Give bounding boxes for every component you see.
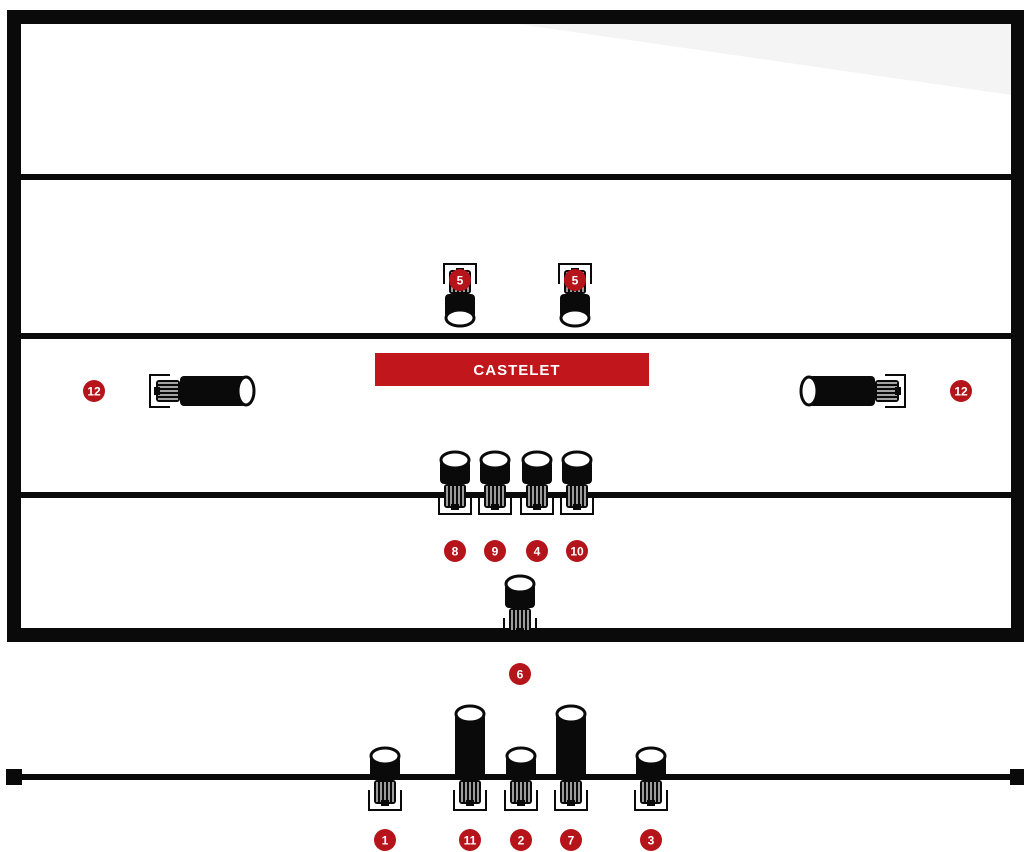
background-wedge — [490, 20, 1018, 96]
badge-number: 11 — [464, 834, 477, 848]
number-badge: 12 — [83, 380, 105, 402]
mount-clamp — [451, 504, 459, 510]
badge-number: 7 — [568, 834, 575, 848]
fixture-lens — [557, 706, 585, 722]
badge-number: 2 — [518, 834, 525, 848]
spotlight-icon — [555, 706, 587, 810]
spotlight-icon — [505, 748, 537, 810]
fixture-lens — [507, 748, 535, 764]
spotlight-icon — [561, 452, 593, 514]
badge-number: 1 — [382, 834, 389, 848]
spotlight-icon — [635, 748, 667, 810]
spotlight-icon — [801, 375, 905, 407]
fixture-barrel — [455, 714, 485, 780]
spotlight-1: 1 — [369, 748, 401, 851]
mount-clamp — [491, 504, 499, 510]
fixture-lens — [506, 576, 534, 592]
mount-clamp — [154, 387, 160, 395]
spotlight-icon — [150, 375, 254, 407]
mount-clamp — [466, 800, 474, 806]
spotlight-5-left: 5 — [444, 264, 476, 326]
mount-clamp — [517, 800, 525, 806]
badge-number: 5 — [457, 274, 464, 288]
spotlight-10: 10 — [561, 452, 593, 562]
number-badge: 9 — [484, 540, 506, 562]
spotlight-icon — [439, 452, 471, 514]
castelet-label: CASTELET — [473, 362, 560, 379]
badge-number: 8 — [452, 545, 459, 559]
number-badge: 12 — [950, 380, 972, 402]
fixture-lens — [441, 452, 469, 468]
spotlight-8: 8 — [439, 452, 471, 562]
fixture-lens — [637, 748, 665, 764]
fixture-barrel — [556, 714, 586, 780]
spotlight-icon — [369, 748, 401, 810]
number-badge: 5 — [449, 269, 471, 291]
fixture-lens — [523, 452, 551, 468]
spotlight-12-right: 12 — [801, 375, 972, 407]
spotlight-5-right: 5 — [559, 264, 591, 326]
stage-frame — [14, 17, 1018, 635]
badge-number: 12 — [954, 385, 968, 399]
spotlight-7: 7 — [555, 706, 587, 851]
badge-number: 6 — [517, 668, 524, 682]
number-badge: 4 — [526, 540, 548, 562]
house-bar-end-right — [1010, 769, 1024, 785]
mount-clamp — [895, 387, 901, 395]
spotlight-11: 11 — [454, 706, 486, 851]
fixture-barrel — [180, 376, 246, 406]
badge-number: 12 — [87, 385, 101, 399]
fixture-lens — [801, 377, 817, 405]
number-badge: 5 — [564, 269, 586, 291]
number-badge: 2 — [510, 829, 532, 851]
badge-number: 10 — [570, 545, 584, 559]
number-badge: 1 — [374, 829, 396, 851]
badge-number: 5 — [572, 274, 579, 288]
spotlight-2: 2 — [505, 748, 537, 851]
number-badge: 11 — [459, 829, 481, 851]
number-badge: 10 — [566, 540, 588, 562]
number-badge: 8 — [444, 540, 466, 562]
spotlight-4: 4 — [521, 452, 553, 562]
spotlight-12-left: 12 — [83, 375, 254, 407]
number-badge: 6 — [509, 663, 531, 685]
fixture-lens — [561, 310, 589, 326]
mount-clamp — [573, 504, 581, 510]
fixture-lens — [563, 452, 591, 468]
mount-clamp — [647, 800, 655, 806]
mount-clamp — [567, 800, 575, 806]
fixture-lens — [371, 748, 399, 764]
fixture-lens — [446, 310, 474, 326]
fixture-barrel — [809, 376, 875, 406]
spotlight-icon — [454, 706, 486, 810]
badge-number: 3 — [648, 834, 655, 848]
mount-clamp — [516, 628, 524, 634]
number-badge: 7 — [560, 829, 582, 851]
fixture-lens — [456, 706, 484, 722]
fixture-lens — [481, 452, 509, 468]
badge-number: 4 — [534, 545, 541, 559]
spotlight-icon — [521, 452, 553, 514]
spotlight-9: 9 — [479, 452, 511, 562]
number-badge: 3 — [640, 829, 662, 851]
fixture-lens — [238, 377, 254, 405]
spotlight-icon — [479, 452, 511, 514]
mount-clamp — [533, 504, 541, 510]
mount-clamp — [381, 800, 389, 806]
badge-number: 9 — [492, 545, 499, 559]
spotlight-3: 3 — [635, 748, 667, 851]
house-bar-end-left — [6, 769, 22, 785]
